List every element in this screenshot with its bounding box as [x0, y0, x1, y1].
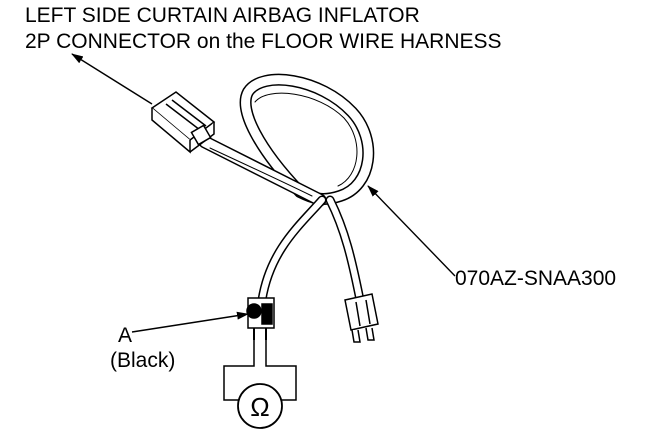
title-leader-arrow — [71, 53, 153, 105]
part-number-leader — [367, 185, 456, 277]
ohmmeter-circuit — [223, 340, 297, 401]
airbag-2p-connector — [150, 91, 216, 154]
lead-to-connector-a — [257, 195, 327, 305]
main-cable — [198, 135, 327, 207]
harness-coil — [239, 73, 375, 205]
title-line-2: 2P CONNECTOR on the FLOOR WIRE HARNESS — [25, 30, 502, 53]
lead-to-short-connector — [325, 195, 365, 305]
ohmmeter-symbol: Ω — [250, 392, 269, 422]
callout-a-letter: A — [118, 324, 133, 347]
short-connector — [344, 293, 379, 343]
ohmmeter-icon: Ω — [237, 383, 283, 429]
callout-a-leader — [131, 311, 249, 333]
connector-a-black — [246, 297, 275, 340]
title-line-1: LEFT SIDE CURTAIN AIRBAG INFLATOR — [25, 4, 420, 27]
part-number-label: 070AZ-SNAA300 — [455, 267, 617, 290]
callout-a-color: (Black) — [110, 349, 176, 372]
